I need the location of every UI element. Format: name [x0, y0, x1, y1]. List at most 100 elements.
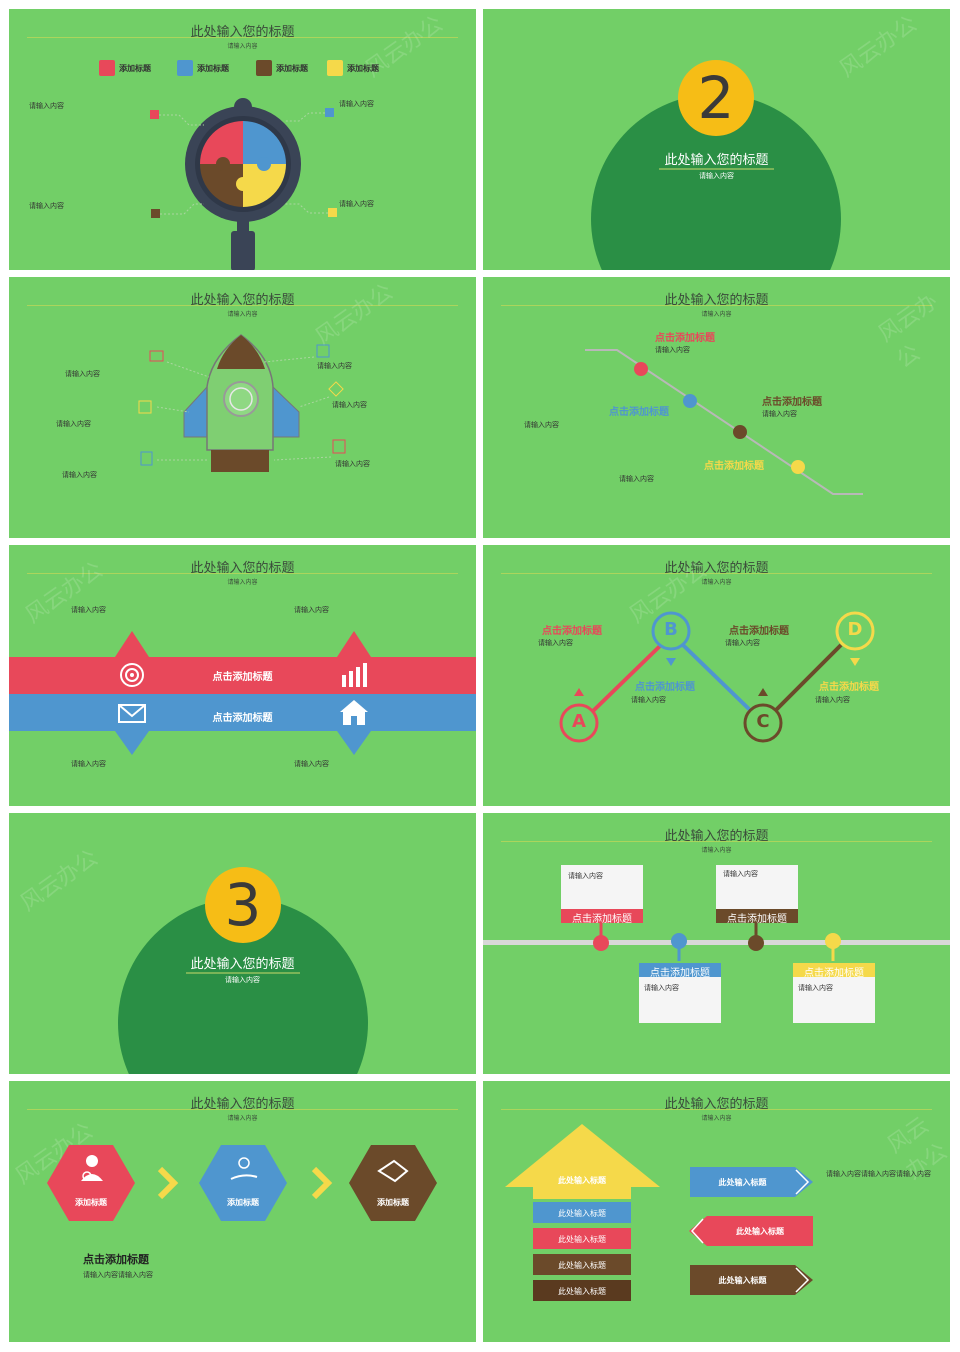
slide-title: 此处输入您的标题	[664, 1097, 769, 1112]
ribbon-label-red: 此处输入标题	[736, 1227, 784, 1236]
folder-icon	[138, 400, 152, 414]
slide-subtitle: 请输入内容	[227, 311, 258, 318]
legend-swatch-blue	[177, 60, 193, 76]
point-title-yellow: 点击添加标题	[704, 461, 764, 472]
home-icon	[340, 700, 368, 725]
content-text: 请输入内容	[655, 346, 690, 354]
hex-label-blue: 添加标题	[227, 1198, 259, 1207]
letter-a: A	[572, 711, 586, 732]
slide-subtitle: 请输入内容	[227, 43, 258, 50]
handshake-icon	[377, 1159, 409, 1183]
content-text: 请输入内容	[29, 102, 64, 110]
section-circle-graphic	[118, 867, 368, 1074]
section-circle-graphic	[591, 60, 841, 270]
content-text: 请输入内容	[619, 475, 654, 483]
card-content: 请输入内容	[723, 870, 758, 878]
stack-label-blue: 此处输入标题	[558, 1209, 606, 1218]
marker-red	[150, 110, 159, 119]
content-text: 请输入内容	[339, 200, 374, 208]
arrow-stack-graphic	[505, 1124, 813, 1301]
legend-label-1: 添加标题	[119, 64, 151, 73]
slide-title: 此处输入您的标题	[664, 829, 769, 844]
image-icon	[316, 344, 330, 358]
section-title: 此处输入您的标题	[190, 957, 295, 972]
content-text: 请输入内容	[815, 696, 850, 704]
title-divider	[501, 305, 932, 306]
letter-b: B	[664, 619, 678, 640]
point-title-red: 点击添加标题	[542, 626, 602, 637]
banner-title-red: 点击添加标题	[212, 672, 273, 683]
section-number: 2	[697, 64, 735, 132]
slide-2-section: 风云办公 2 此处输入您的标题 请输入内容	[483, 9, 950, 270]
title-divider	[501, 841, 932, 842]
slide-title: 此处输入您的标题	[664, 293, 769, 308]
point-title-blue: 点击添加标题	[635, 682, 695, 693]
title-divider	[27, 37, 458, 38]
content-text: 请输入内容	[62, 471, 97, 479]
stack-label-red: 此处输入标题	[558, 1235, 606, 1244]
card-content: 请输入内容	[644, 984, 679, 992]
ribbon-label-brown: 此处输入标题	[718, 1276, 767, 1285]
mail-icon	[118, 704, 146, 723]
card-content: 请输入内容	[798, 984, 833, 992]
slide-subtitle: 请输入内容	[701, 1115, 732, 1122]
card-content: 请输入内容	[568, 872, 603, 880]
magnifier-puzzle-graphic	[99, 60, 343, 270]
stack-label-dark: 此处输入标题	[558, 1287, 606, 1296]
slide-10-arrows: 此处输入您的标题 请输入内容 风云办公 此处输入标题 此处输入标题 此处输入标题…	[483, 1081, 950, 1342]
rocket-graphic	[138, 334, 346, 472]
legend-swatch-yellow	[327, 60, 343, 76]
content-text: 请输入内容	[725, 639, 760, 647]
content-text: 请输入内容	[332, 401, 367, 409]
slide-title: 此处输入您的标题	[190, 293, 295, 308]
point-title-brown: 点击添加标题	[729, 626, 789, 637]
content-text: 请输入内容	[294, 760, 329, 768]
point-title-brown: 点击添加标题	[762, 397, 822, 408]
content-text: 请输入内容	[335, 460, 370, 468]
content-text: 请输入内容	[65, 370, 100, 378]
slide-7-section: 风云办公 3 此处输入您的标题 请输入内容	[9, 813, 476, 1074]
content-text: 请输入内容	[71, 760, 106, 768]
section-number: 3	[224, 871, 262, 939]
slide-title: 此处输入您的标题	[190, 25, 295, 40]
slide-3-rocket: 此处输入您的标题 请输入内容 风云办公 请输入内容 请输入内容 请输入内容 请输…	[9, 277, 476, 538]
slide-6-abcd: 此处输入您的标题 请输入内容 风云办公 A B C D 点击添加标题 请输入内容…	[483, 545, 950, 806]
slide-4-diagonal-timeline: 此处输入您的标题 请输入内容 风云办公 点击添加标题 请输入内容 点击添加标题 …	[483, 277, 950, 538]
content-text: 请输入内容	[317, 362, 352, 370]
legend-swatch-red	[99, 60, 115, 76]
slide-title: 此处输入您的标题	[190, 1097, 295, 1112]
legend-label-3: 添加标题	[276, 64, 308, 73]
stack-label-brown: 此处输入标题	[558, 1261, 606, 1270]
chat-icon	[149, 350, 164, 362]
card-title-red: 点击添加标题	[572, 914, 632, 925]
slide-1: 此处输入您的标题 请输入内容 风云办公 添加标题 添加标题 添加标题 添加标题 …	[9, 9, 476, 270]
card-title-blue: 点击添加标题	[650, 968, 710, 979]
slide-8-horizontal-timeline: 此处输入您的标题 请输入内容 请输入内容 点击添加标题 请输入内容 点击添加标题…	[483, 813, 950, 1074]
slide-title: 此处输入您的标题	[664, 561, 769, 576]
slide-subtitle: 请输入内容	[227, 1115, 258, 1122]
arrow-label-yellow: 此处输入标题	[558, 1176, 606, 1185]
marker-blue	[325, 108, 334, 117]
banner-title-blue: 点击添加标题	[212, 713, 273, 724]
hexagon-flow-graphic	[47, 1145, 437, 1221]
point-title-yellow: 点击添加标题	[819, 682, 879, 693]
title-divider	[501, 1109, 932, 1110]
card-title-yellow: 点击添加标题	[804, 968, 864, 979]
diagonal-line-graphic	[585, 349, 863, 495]
title-divider	[27, 573, 458, 574]
lightbulb-hand-icon	[230, 1157, 258, 1180]
banner-graphic	[9, 631, 476, 755]
content-text: 请输入内容	[29, 202, 64, 210]
content-text: 请输入内容	[294, 606, 329, 614]
title-divider	[27, 305, 458, 306]
user-search-icon	[81, 1155, 103, 1181]
timeline-graphic	[483, 865, 950, 1023]
content-text: 请输入内容	[71, 606, 106, 614]
content-text: 请输入内容	[631, 696, 666, 704]
marker-brown	[151, 209, 160, 218]
legend-label-2: 添加标题	[197, 64, 229, 73]
point-title-blue: 点击添加标题	[609, 407, 669, 418]
content-text: 请输入内容	[538, 639, 573, 647]
slide-title: 此处输入您的标题	[190, 561, 295, 576]
content-text: 请输入内容	[339, 100, 374, 108]
